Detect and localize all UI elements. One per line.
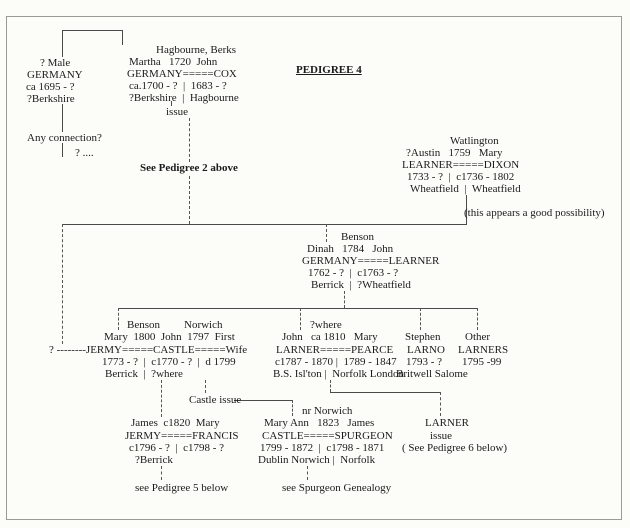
descent-line: [62, 143, 63, 157]
person-place: Britwell Salome: [396, 368, 468, 380]
descent-line: [477, 308, 478, 330]
couple-places: ?Berkshire | Hagbourne: [129, 92, 239, 104]
descent-line: [118, 308, 119, 330]
person-place: ?Berkshire: [27, 93, 75, 105]
couple-dates: 1762 - ? | c1763 - ?: [308, 267, 399, 279]
note-see-pedigree-5: see Pedigree 5 below: [135, 482, 229, 494]
couple-places: B.S. Isl'ton | Norfolk London: [273, 368, 404, 380]
marriage-place: Watlington: [450, 135, 499, 147]
note-any-connection: Any connection?: [27, 132, 102, 144]
couple-places: Wheatfield | Wheatfield: [410, 183, 521, 195]
descent-line: [326, 224, 327, 242]
descent-line: [330, 380, 331, 392]
marriage-place: ?where: [310, 319, 342, 331]
couple-surnames: GERMANY=====COX: [127, 68, 237, 80]
couple-dates: c1787 - 1870 | 1789 - 1847: [275, 356, 397, 368]
descent-line: [189, 118, 190, 162]
couple-surnames: LARNER=====PEARCE: [276, 344, 394, 356]
marriage-place: Benson: [341, 231, 374, 243]
couple-dates: c1796 - ? | c1798 - ?: [129, 442, 225, 454]
couple-given-names: James c1820 Mary: [131, 417, 220, 429]
descent-line: [205, 380, 206, 393]
descent-line: [440, 392, 441, 416]
couple-places: Dublin Norwich | Norfolk: [258, 454, 376, 466]
couple-given-names: Martha 1720 John: [129, 56, 218, 68]
page-title: PEDIGREE 4: [296, 64, 362, 76]
sibling-line: [62, 224, 467, 225]
note-see-spurgeon: see Spurgeon Genealogy: [282, 482, 392, 494]
descent-line: [62, 104, 63, 132]
descent-line: [161, 466, 162, 480]
descent-line: [161, 380, 162, 417]
person-name: ? Male: [40, 57, 71, 69]
marriage-place: Hagbourne, Berks: [156, 44, 237, 56]
note-see-pedigree-2: See Pedigree 2 above: [140, 162, 238, 174]
couple-given-names: ?Austin 1759 Mary: [406, 147, 503, 159]
note-unknown: ? ....: [75, 147, 94, 159]
couple-dates: 1733 - ? | c1736 - 1802: [407, 171, 515, 183]
scan-border: [6, 16, 622, 520]
descent-line: [330, 392, 440, 393]
person-name: Other: [465, 331, 491, 343]
person-surname: LARNO: [407, 344, 445, 356]
issue-label: issue: [430, 430, 452, 442]
marriage-place: nr Norwich: [302, 405, 353, 417]
descent-line: [300, 308, 301, 330]
sibling-line: [118, 308, 477, 309]
couple-places: Berrick | ?where: [105, 368, 183, 380]
note-castle-issue: Castle issue: [189, 394, 242, 406]
descent-line: [420, 308, 421, 330]
couple-places: Berrick | ?Wheatfield: [311, 279, 411, 291]
couple-surnames: JERMY=====FRANCIS: [125, 430, 239, 442]
couple-surnames: GERMANY=====LEARNER: [302, 255, 440, 267]
descent-line: [62, 224, 63, 344]
descent-line: [292, 400, 293, 416]
descent-line: [189, 176, 190, 224]
person-surname: LARNERS: [458, 344, 509, 356]
descent-line: [307, 466, 308, 480]
descent-line: [62, 30, 63, 57]
couple-given-names: Mary Ann 1823 James: [264, 417, 375, 429]
descent-line: [171, 101, 172, 106]
marriage-place: Benson: [127, 319, 160, 331]
descent-line: [122, 30, 123, 45]
couple-surnames: ? --------JERMY=====CASTLE=====Wife: [49, 344, 248, 356]
couple-places: ?Berrick: [135, 454, 173, 466]
person-dates: 1795 -99: [462, 356, 502, 368]
person-dates: ca 1695 - ?: [26, 81, 75, 93]
person-surname: LARNER: [425, 417, 469, 429]
issue-label: issue: [166, 106, 188, 118]
couple-dates: ca.1700 - ? | 1683 - ?: [129, 80, 227, 92]
couple-given-names: Dinah 1784 John: [307, 243, 394, 255]
descent-line: [466, 195, 467, 224]
person-dates: 1793 - ?: [406, 356, 443, 368]
person-surname: GERMANY: [27, 69, 83, 81]
sibling-line: [62, 30, 123, 31]
couple-dates: 1799 - 1872 | c1798 - 1871: [260, 442, 385, 454]
descent-line: [234, 400, 292, 401]
couple-given-names: Mary 1800 John 1797 First: [104, 331, 235, 343]
couple-surnames: LEARNER=====DIXON: [402, 159, 520, 171]
couple-given-names: John ca 1810 Mary: [282, 331, 378, 343]
descent-line: [344, 291, 345, 308]
person-name: Stephen: [405, 331, 441, 343]
couple-dates: 1773 - ? | c1770 - ? | d 1799: [102, 356, 236, 368]
marriage-place: Norwich: [184, 319, 223, 331]
note-see-pedigree-6: ( See Pedigree 6 below): [402, 442, 508, 454]
couple-surnames: CASTLE=====SPURGEON: [262, 430, 393, 442]
note-good-possibility: (this appears a good possibility): [464, 207, 605, 219]
